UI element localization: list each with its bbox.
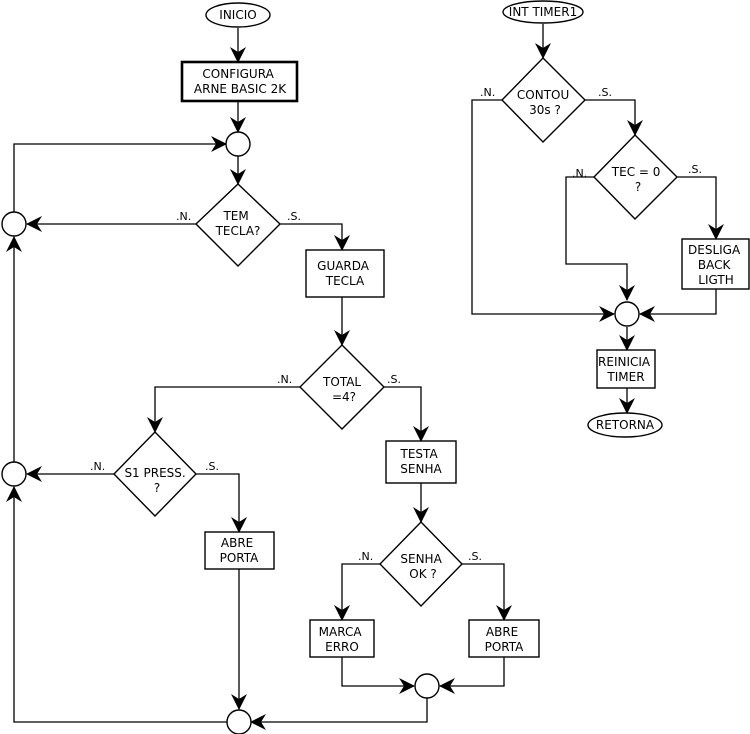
node-text: TEC = 0 ? [611, 165, 664, 194]
label-tec0-yes: .S. [688, 163, 702, 176]
decision-tem-tecla: TEM TECLA? [194, 183, 282, 267]
decision-contou: CONTOU 30s ? [501, 57, 586, 143]
edge-labels: .N. .S. .N. .S. .N. .S. .N. .S. .N. .S. … [90, 86, 702, 563]
label-total-no: .N. [277, 373, 292, 386]
decision-total: TOTAL =4? [299, 344, 385, 430]
node-text: ABRE PORTA [485, 625, 525, 654]
junction-bottom-right [414, 673, 440, 699]
node-text: RETORNA [596, 418, 655, 432]
node-text: MARCA ERRO [319, 625, 366, 654]
edge-junction3-junction4 [250, 698, 428, 730]
edge-s1-yes [196, 473, 247, 533]
label-s1-no: .N. [90, 460, 105, 473]
node-marca-erro: MARCA ERRO [309, 619, 375, 658]
edge-tec0-no [565, 176, 635, 301]
label-contou-no: .N. [480, 86, 495, 99]
node-text: ABRE PORTA [220, 536, 260, 565]
node-text: GUARDA TECLA [317, 259, 373, 288]
edge-abreporta2-junction3 [439, 657, 505, 694]
edge-desliga-junction [639, 289, 717, 322]
node-testa-senha: TESTA SENHA [385, 440, 457, 484]
node-inicio: INICIO [205, 2, 271, 28]
junction-1 [225, 131, 251, 157]
node-text: TEM TECLA? [215, 209, 261, 238]
edge-contou-yes [585, 99, 643, 136]
node-text: S1 PRESS. ? [124, 466, 189, 495]
label-contou-yes: .S. [598, 86, 612, 99]
junction-left-b [1, 461, 27, 487]
label-tec0-no: .N. [572, 167, 587, 180]
label-total-yes: .S. [387, 373, 401, 386]
label-temtecla-no: .N. [176, 210, 191, 223]
node-abre-porta-1: ABRE PORTA [204, 531, 275, 570]
node-text: CONFIGURA ARNE BASIC 2K [194, 67, 287, 96]
node-configura: CONFIGURA ARNE BASIC 2K [180, 60, 299, 103]
decision-s1-press: S1 PRESS. ? [113, 430, 197, 518]
decision-tec0: TEC = 0 ? [593, 134, 678, 220]
node-text: CONTOU 30s ? [517, 88, 573, 117]
node-text: REINICIA TIMER [598, 355, 654, 384]
node-text: INT TIMER1 [509, 5, 577, 19]
node-text: TESTA SENHA [400, 447, 443, 476]
label-senhaok-yes: .S. [468, 550, 482, 563]
node-text: TOTAL =4? [322, 375, 365, 404]
junction-bottom-left [226, 709, 252, 734]
edge-total-no [147, 386, 300, 433]
node-text: DESLIGA BACK LIGTH [688, 243, 744, 287]
node-abre-porta-2: ABRE PORTA [468, 619, 540, 658]
edge-total-yes [384, 386, 429, 442]
edge-senhaok-yes [462, 563, 512, 621]
node-desliga: DESLIGA BACK LIGTH [681, 238, 750, 290]
label-senhaok-no: .N. [358, 550, 373, 563]
edge-contou-no [471, 99, 615, 322]
node-guarda-tecla: GUARDA TECLA [305, 249, 385, 298]
node-text: INICIO [219, 8, 256, 22]
decision-senha-ok: SENHA OK ? [379, 520, 463, 608]
edge-senhaok-no [334, 563, 380, 621]
edge-junction4-junctionB [5, 486, 227, 723]
junction-left-a [1, 211, 27, 237]
edge-tec0-yes [677, 176, 724, 240]
connectors [5, 28, 512, 730]
edge-junctionA-junction1 [13, 136, 227, 212]
node-reinicia-timer: REINICIA TIMER [596, 349, 656, 389]
node-retorna: RETORNA [587, 412, 663, 438]
junction-timer [614, 301, 640, 327]
node-text: SENHA OK ? [400, 552, 445, 581]
edge-temtecla-yes [280, 223, 350, 251]
label-s1-yes: .S. [205, 460, 219, 473]
edge-marcaerro-junction3 [341, 657, 415, 694]
label-temtecla-yes: .S. [287, 210, 301, 223]
node-int-timer1: INT TIMER1 [502, 0, 584, 24]
connectors-timer [471, 24, 724, 414]
